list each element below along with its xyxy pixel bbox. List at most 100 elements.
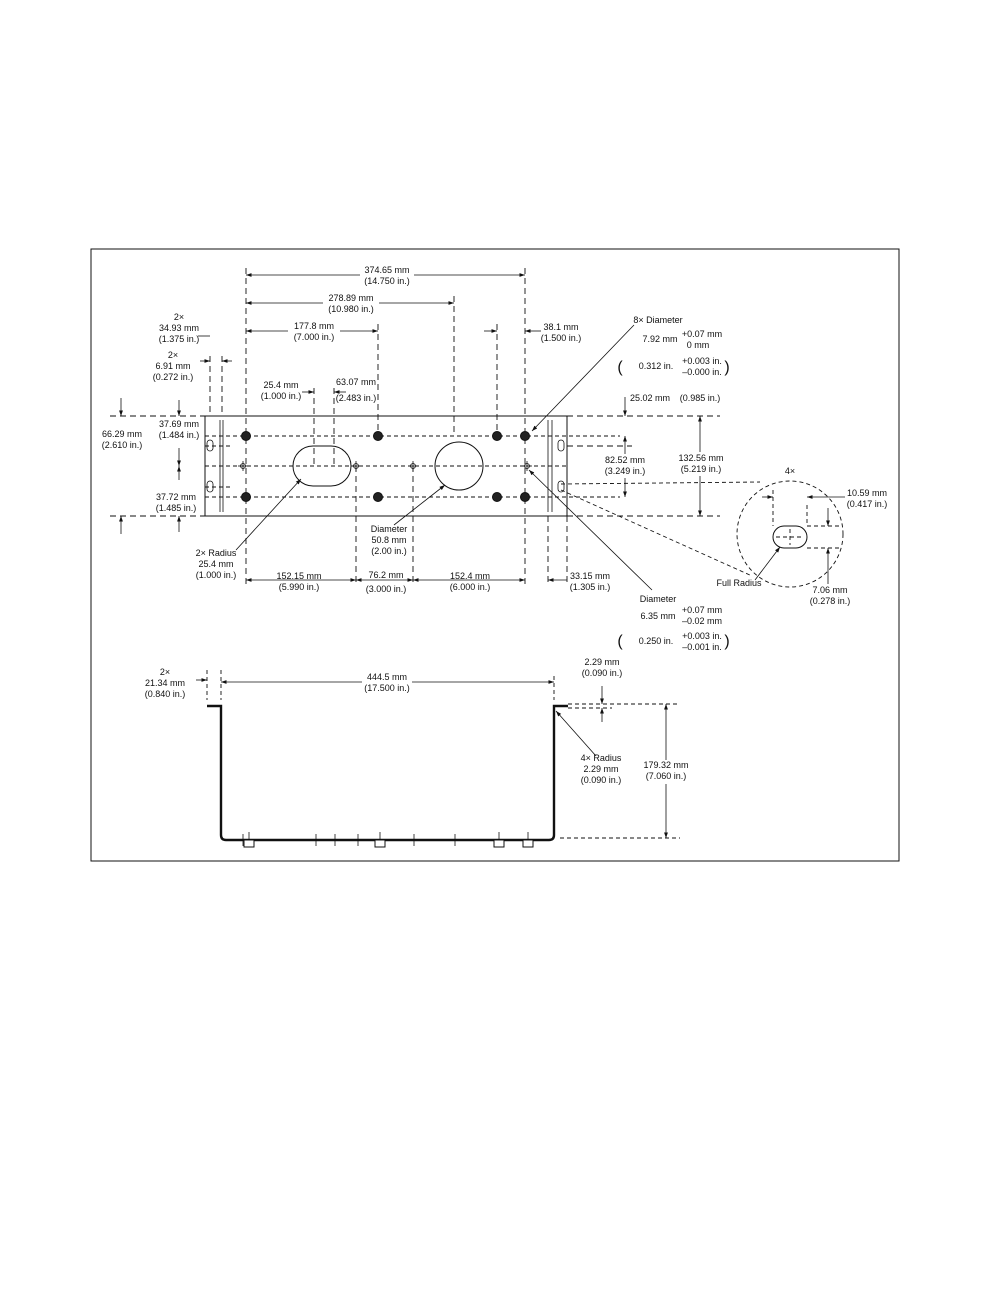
leader-8x-diameter — [531, 324, 635, 432]
mount-hole — [373, 492, 383, 502]
hole-small-tol-minus: –0.02 mm — [682, 616, 722, 626]
edge-slot — [206, 439, 214, 452]
detail-height-mm: 7.06 mm — [812, 585, 847, 595]
detail-count: 4× — [785, 466, 795, 476]
flange-count: 2× — [160, 667, 170, 677]
side-radius-title: 4× Radius — [581, 753, 622, 763]
leader-diameter-50 — [393, 484, 446, 526]
radius-mm: 25.4 mm — [198, 559, 233, 569]
pem-nut — [374, 839, 386, 848]
hole-8x-title: 8× Diameter — [633, 315, 682, 325]
dim-2502-mm: 25.02 mm — [630, 393, 670, 403]
dim-762-mm: 76.2 mm — [368, 570, 403, 580]
flange-mm: 21.34 mm — [145, 678, 185, 688]
round-cutout — [434, 441, 484, 491]
diameter-508-title: Diameter — [371, 524, 408, 534]
dim-177-mm: 177.8 mm — [294, 321, 334, 331]
dim-3769-mm: 37.69 mm — [159, 419, 199, 429]
edge-slot — [557, 439, 565, 452]
width-mm: 444.5 mm — [367, 672, 407, 682]
dim-254-in: (1.000 in.) — [261, 391, 302, 401]
detail-slot — [772, 525, 808, 549]
small-hole — [351, 461, 361, 471]
small-hole — [408, 461, 418, 471]
detail-height-in: (0.278 in.) — [810, 596, 851, 606]
dim-254-mm: 25.4 mm — [263, 380, 298, 390]
pem-nut — [493, 839, 505, 848]
dim-278-mm: 278.89 mm — [328, 293, 373, 303]
mount-hole — [373, 431, 383, 441]
dim-1524-mm: 152.4 mm — [450, 571, 490, 581]
mount-hole — [241, 431, 251, 441]
dim-15215-in: (5.990 in.) — [279, 582, 320, 592]
width-in: (17.500 in.) — [364, 683, 410, 693]
dim-13256-in: (5.219 in.) — [681, 464, 722, 474]
hole-small-in-minus: –0.001 in. — [682, 642, 722, 652]
dim-3493-in: (1.375 in.) — [159, 334, 200, 344]
radius-in: (1.000 in.) — [196, 570, 237, 580]
hole-8x-in-minus: –0.000 in. — [682, 367, 722, 377]
radius-title: 2× Radius — [196, 548, 237, 558]
figure-frame — [90, 248, 900, 862]
detail-view — [736, 480, 845, 588]
dim-3315-in: (1.305 in.) — [570, 582, 611, 592]
dim-3493-mm: 34.93 mm — [159, 323, 199, 333]
hole-8x-mm: 7.92 mm — [642, 334, 677, 344]
small-hole — [238, 461, 248, 471]
dim-6307-in: (2.483 in.) — [336, 393, 377, 403]
oblong-cutout — [292, 445, 352, 487]
bracket-profile — [207, 704, 568, 842]
top-view — [110, 265, 761, 591]
dim-6629-in: (2.610 in.) — [102, 440, 143, 450]
mount-hole — [492, 431, 502, 441]
diameter-508-mm: 50.8 mm — [371, 535, 406, 545]
dim-691-count: 2× — [168, 350, 178, 360]
dim-3769-in: (1.484 in.) — [159, 430, 200, 440]
dimension-labels: 374.65 mm (14.750 in.) 278.89 mm (10.980… — [102, 265, 888, 785]
pem-nut — [522, 839, 534, 848]
side-radius-mm: 2.29 mm — [583, 764, 618, 774]
leader-radius — [235, 478, 302, 551]
mount-hole — [520, 431, 530, 441]
side-height-mm: 179.32 mm — [643, 760, 688, 770]
dim-8252-in: (3.249 in.) — [605, 466, 646, 476]
pem-nut — [243, 839, 255, 848]
dim-3772-mm: 37.72 mm — [156, 492, 196, 502]
detail-width-in: (0.417 in.) — [847, 499, 888, 509]
hole-small-tol-plus: +0.07 mm — [682, 605, 722, 615]
dim-177-in: (7.000 in.) — [294, 332, 335, 342]
dim-691-in: (0.272 in.) — [153, 372, 194, 382]
svg-text:): ) — [724, 359, 729, 376]
dim-762-in: (3.000 in.) — [366, 584, 407, 594]
mount-hole — [241, 492, 251, 502]
flange-in: (0.840 in.) — [145, 689, 186, 699]
dim-3493-count: 2× — [174, 312, 184, 322]
leader-small-diameter — [528, 469, 653, 591]
dim-15215-mm: 152.15 mm — [276, 571, 321, 581]
hole-8x-in: 0.312 in. — [639, 361, 674, 371]
edge-slot — [206, 480, 214, 493]
dim-6307-mm: 63.07 mm — [336, 377, 376, 387]
dim-6629-mm: 66.29 mm — [102, 429, 142, 439]
dim-overall-in: (14.750 in.) — [364, 276, 410, 286]
side-height-in: (7.060 in.) — [646, 771, 687, 781]
side-view — [196, 670, 692, 848]
hole-8x-tol-minus: 0 mm — [687, 340, 710, 350]
mounting-plate — [204, 415, 568, 517]
thickness-mm: 2.29 mm — [584, 657, 619, 667]
svg-text:): ) — [724, 633, 729, 650]
svg-text:(: ( — [617, 633, 623, 650]
dim-2502-in: (0.985 in.) — [680, 393, 721, 403]
detail-full-radius: Full Radius — [716, 578, 762, 588]
mount-hole — [492, 492, 502, 502]
hole-8x-in-plus: +0.003 in. — [682, 356, 722, 366]
hole-small-in: 0.250 in. — [639, 636, 674, 646]
dim-13256-mm: 132.56 mm — [678, 453, 723, 463]
hole-8x-tol-plus: +0.07 mm — [682, 329, 722, 339]
dim-278-in: (10.980 in.) — [328, 304, 374, 314]
dim-381-in: (1.500 in.) — [541, 333, 582, 343]
dim-3772-in: (1.485 in.) — [156, 503, 197, 513]
small-hole — [522, 461, 532, 471]
edge-slot — [557, 480, 565, 493]
hole-small-mm: 6.35 mm — [640, 611, 675, 621]
